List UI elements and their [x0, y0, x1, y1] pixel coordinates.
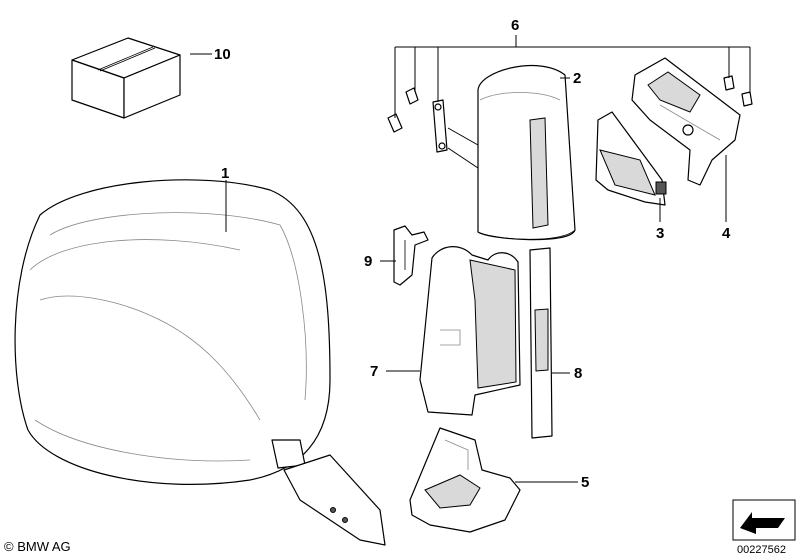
copyright-text: © BMW AG [4, 539, 71, 554]
part-8-strip [529, 247, 553, 439]
part-10-box [71, 37, 181, 119]
part-1-headrest [14, 179, 386, 546]
part-9-clip [393, 225, 429, 286]
callout-2: 2 [573, 70, 581, 87]
document-number: 00227562 [737, 544, 786, 556]
part-5-base [409, 427, 521, 533]
part-3-latch [595, 111, 667, 206]
callout-6: 6 [511, 17, 519, 34]
callout-1: 1 [221, 165, 229, 182]
callout-7: 7 [370, 363, 378, 380]
callout-10: 10 [214, 46, 231, 63]
part-4-bracket [631, 57, 741, 186]
callout-3: 3 [656, 225, 664, 242]
callout-5: 5 [581, 474, 589, 491]
leader-lines [190, 35, 751, 483]
part-6-fasteners [387, 75, 753, 153]
callout-4: 4 [722, 225, 731, 242]
callout-8: 8 [574, 365, 582, 382]
part-2-cover [477, 65, 576, 241]
arrow-icon [732, 499, 796, 541]
part-7-sleeve [419, 246, 521, 416]
callout-9: 9 [364, 253, 372, 270]
